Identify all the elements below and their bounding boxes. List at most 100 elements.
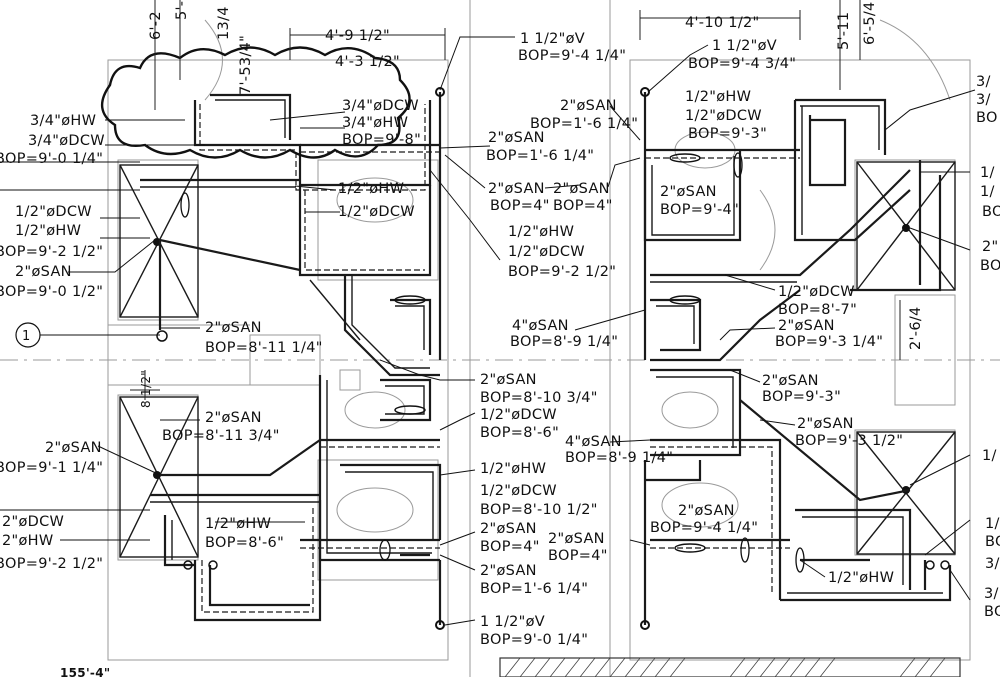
- dim-vert-top-d: 7'-53/4": [238, 35, 254, 95]
- label-top-vent-left: 1 1/2"øV: [520, 31, 585, 47]
- edge-labels-right: 3/ 3/ BO 1/ 1/ BO 2" BO 1/ 1/ BO 3/ 3/ B…: [976, 74, 1000, 620]
- label-r-san-1-6-bop: BOP=1'-6 1/4": [530, 116, 638, 132]
- label-san-9-1-q-bop: BOP=9'-1 1/4": [0, 460, 103, 476]
- label-dcw-8-6-bop: BOP=8'-6": [480, 425, 559, 441]
- label-hw-half-1: 1/2"øHW: [338, 181, 404, 197]
- label-r-bop-9-3: BOP=9'-3": [688, 126, 767, 142]
- label-dcw-lower-mid: 1/2"øDCW: [480, 483, 557, 499]
- pipe-labels-left: 1 1/2"øV BOP=9'-4 1/4" 4'-9 1/2" 4'-3 1/…: [0, 28, 626, 648]
- label-r-san-9-4: 2"øSAN: [660, 184, 717, 200]
- label-vent-bottom-bop: BOP=9'-0 1/4": [480, 632, 588, 648]
- dim-vert-right-c: 2'-6/4: [908, 306, 924, 350]
- pipe-labels-right: 4'-10 1/2" 1 1/2"øV BOP=9'-4 3/4" 1/2"øH…: [510, 15, 903, 586]
- dimension-lines: [130, 0, 901, 400]
- label-cloud-right-hw: 3/4"øHW: [342, 115, 408, 131]
- label-r-san4-8-9b-bop: BOP=8'-9 1/4": [565, 450, 673, 466]
- label-dcw-8-6: 1/2"øDCW: [480, 407, 557, 423]
- label-cloud-right-bop: BOP=9'-8": [342, 132, 421, 148]
- grid-bubble-label: 1: [22, 329, 31, 344]
- label-san-8-11-q-bop: BOP=8'-11 1/4": [205, 340, 323, 356]
- edge-label: 1/: [980, 165, 995, 181]
- edge-label: BO: [984, 604, 1000, 620]
- label-mid-dcw: 1/2"øDCW: [508, 244, 585, 260]
- label-r-san-9-4q: 2"øSAN: [678, 503, 735, 519]
- label-mid-hw: 1/2"øHW: [508, 224, 574, 240]
- label-r-hw-bottom: 1/2"øHW: [828, 570, 894, 586]
- piping-right: [640, 87, 952, 630]
- label-cloud-dcw: 3/4"øDCW: [28, 133, 105, 149]
- label-top-vent-right-bop: BOP=9'-4 3/4": [688, 56, 796, 72]
- label-cloud-dcw-bop: BOP=9'-0 1/4": [0, 151, 103, 167]
- label-san-1-6-lower: 2"øSAN: [480, 563, 537, 579]
- label-r-dcw-8-7-bop: BOP=8'-7": [778, 302, 857, 318]
- label-r-san-9-3q: 2"øSAN: [778, 318, 835, 334]
- label-left-hw: 1/2"øHW: [15, 223, 81, 239]
- label-dcw-half-1: 1/2"øDCW: [338, 204, 415, 220]
- label-left-bop-9-2: BOP=9'-2 1/2": [0, 244, 103, 260]
- label-mid-bop: BOP=9'-2 1/2": [508, 264, 616, 280]
- leader-lines: [0, 36, 976, 626]
- label-san-4-lower-bop: BOP=4": [480, 539, 540, 555]
- dim-vert-right-a: 5'-11: [836, 12, 852, 50]
- label-cloud-hw: 3/4"øHW: [30, 113, 96, 129]
- edge-label: BO: [982, 204, 1000, 220]
- label-r-san-bop4: 2"øSAN: [548, 531, 605, 547]
- label-r-san-9-3h: 2"øSAN: [797, 416, 854, 432]
- label-top-vent-right: 1 1/2"øV: [712, 38, 777, 54]
- label-san-4-lower: 2"øSAN: [480, 521, 537, 537]
- label-san-bop4-a-val: BOP=4": [490, 198, 550, 214]
- label-hw-8-6-bop: BOP=8'-6": [205, 535, 284, 551]
- label-san-8-11-3q-bop: BOP=8'-11 3/4": [162, 428, 280, 444]
- label-r-san-9-4-bop: BOP=9'-4": [660, 202, 739, 218]
- label-left-san-bop: BOP=9'-0 1/2": [0, 284, 103, 300]
- label-san-8-11-q: 2"øSAN: [205, 320, 262, 336]
- dim-vert-top-b: 5'-8: [174, 0, 190, 20]
- label-san-9-1-q: 2"øSAN: [45, 440, 102, 456]
- label-r-san-9-3h-bop: BOP=9'-3 1/2": [795, 433, 903, 449]
- label-cloud-right-dcw: 3/4"øDCW: [342, 98, 419, 114]
- edge-label: 1/: [980, 184, 995, 200]
- label-dim-top-right: 4'-10 1/2": [685, 15, 760, 31]
- label-hw-8-6: 1/2"øHW: [205, 516, 271, 532]
- label-r-san-9-3: 2"øSAN: [762, 373, 819, 389]
- edge-label: 1/: [985, 516, 1000, 532]
- grid-bubble-1: 1: [15, 322, 41, 348]
- edge-label: 3/: [976, 92, 991, 108]
- label-top-vent-left-bop: BOP=9'-4 1/4": [518, 48, 626, 64]
- piping-left: [140, 87, 445, 630]
- label-san-l1: 2"øSAN: [488, 130, 545, 146]
- label-r-san-9-3q-bop: BOP=9'-3 1/4": [775, 334, 883, 350]
- edge-label: BO: [985, 534, 1000, 550]
- label-r-dcw-8-7: 1/2"øDCW: [778, 284, 855, 300]
- label-r-san-9-4q-bop: BOP=9'-4 1/4": [650, 520, 758, 536]
- label-san-1-6-lower-bop: BOP=1'-6 1/4": [480, 581, 588, 597]
- dim-vert-top-a: 6'-2: [148, 11, 164, 40]
- label-r-san-bop4-val: BOP=4": [548, 548, 608, 564]
- label-san-bop4-b: 2"øSAN: [553, 181, 610, 197]
- label-lower-mid-bop: BOP=8'-10 1/2": [480, 502, 598, 518]
- edge-label: 1/: [982, 448, 997, 464]
- edge-label: BO: [976, 110, 998, 126]
- label-vent-bottom: 1 1/2"øV: [480, 614, 545, 630]
- edge-label: 3/: [984, 586, 999, 602]
- revision-cloud: [101, 46, 411, 159]
- label-r-san4-8-9-bop: BOP=8'-9 1/4": [510, 334, 618, 350]
- label-r-dcw: 1/2"øDCW: [685, 108, 762, 124]
- label-san-8-10-3q: 2"øSAN: [480, 372, 537, 388]
- label-dim-top-left2: 4'-3 1/2": [335, 54, 400, 70]
- dim-vert-left: 8 1/2": [139, 370, 153, 408]
- dim-vert-right-b: 6'-5/4: [862, 1, 878, 45]
- hatched-wall-bottom: [499, 657, 961, 677]
- label-r-san4-8-9: 4"øSAN: [512, 318, 569, 334]
- edge-label: 2": [982, 239, 999, 255]
- label-r-san-9-3-bop: BOP=9'-3": [762, 389, 841, 405]
- edge-label: 3/: [976, 74, 991, 90]
- label-san-bop4-a: 2"øSAN: [488, 181, 545, 197]
- vertical-dimension-labels: 6'-2 5'-8 13/4 7'-53/4" 5'-11 6'-5/4 2'-…: [139, 0, 924, 408]
- label-hw-lower-mid: 1/2"øHW: [480, 461, 546, 477]
- label-san-8-10-3q-bop: BOP=8'-10 3/4": [480, 390, 598, 406]
- label-lower-left-bop: BOP=9'-2 1/2": [0, 556, 103, 572]
- label-dim-top-left: 4'-9 1/2": [325, 28, 390, 44]
